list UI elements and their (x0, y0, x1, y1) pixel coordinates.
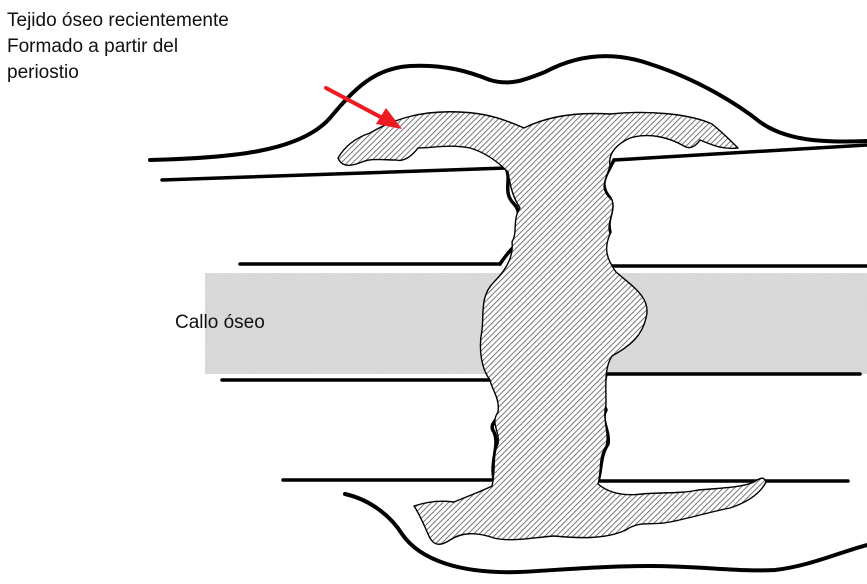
new-bone-tissue-label-line-3: periostio (7, 61, 229, 87)
new-bone-tissue-label-line-1: Tejido óseo recientemente (7, 9, 229, 35)
new-bone-tissue-label: Tejido óseo recientemente Formado a part… (7, 9, 229, 87)
callus-label: Callo óseo (175, 311, 265, 334)
new-bone-tissue-label-line-2: Formado a partir del (7, 35, 229, 61)
